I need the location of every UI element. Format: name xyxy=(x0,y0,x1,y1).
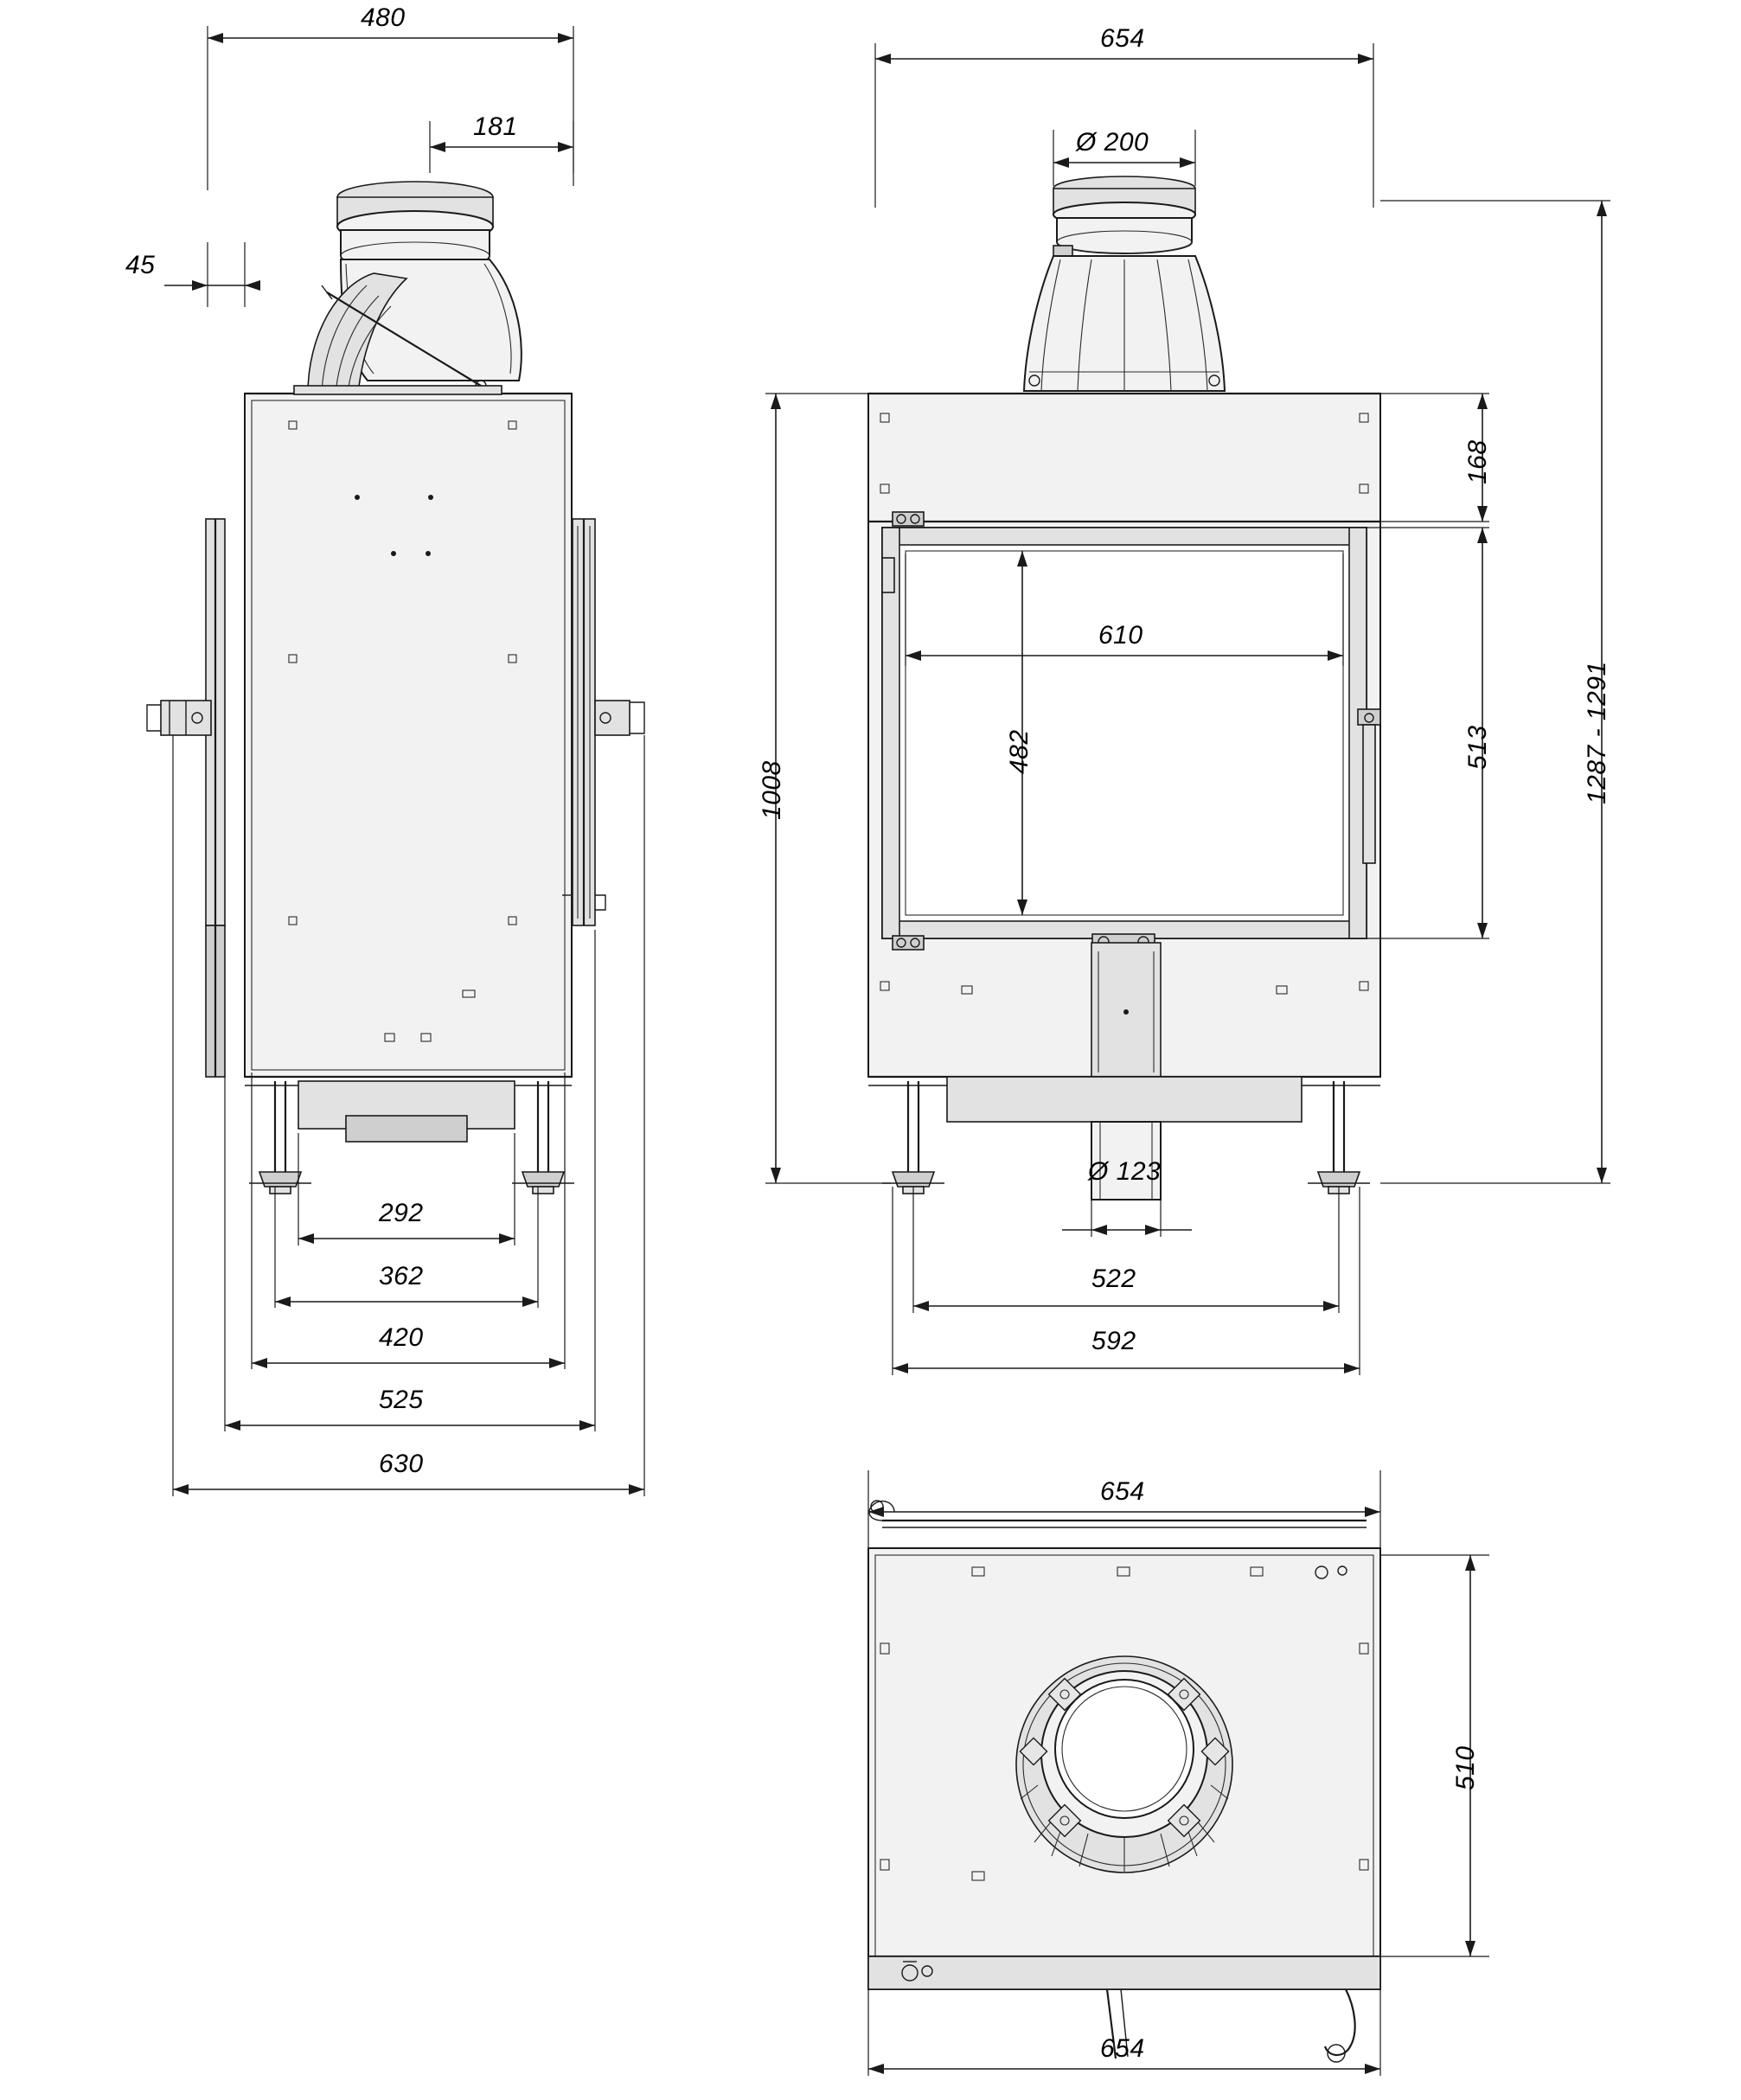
dim-label-flue-dia-200: Ø 200 xyxy=(1076,128,1149,157)
dim-label-body-outer-525: 525 xyxy=(379,1386,424,1414)
top-view-geometry xyxy=(867,1500,1381,2063)
dim-label-inlet-dia-123: Ø 123 xyxy=(1088,1157,1162,1186)
dim-label-body-inner-420: 420 xyxy=(379,1323,424,1352)
dim-label-topview-depth-510: 510 xyxy=(1451,1745,1480,1790)
dim-label-leg-inner-292: 292 xyxy=(379,1199,424,1227)
dim-label-body-height-1008: 1008 xyxy=(758,760,786,820)
front-view-geometry xyxy=(867,176,1381,1200)
dim-label-leg-mid-362: 362 xyxy=(379,1262,424,1290)
dim-label-total-height-range: 1287 - 1291 xyxy=(1583,661,1611,804)
dim-label-top-section-168: 168 xyxy=(1463,439,1492,484)
dim-label-leg-span-592: 592 xyxy=(1091,1327,1136,1355)
dim-label-width-654: 654 xyxy=(1100,24,1145,53)
dim-label-depth-630: 630 xyxy=(379,1450,424,1478)
dim-label-topview-width-654: 654 xyxy=(1100,1477,1145,1506)
top-view-dimensions xyxy=(867,1470,1489,2076)
dim-label-topview-width-654-bottom: 654 xyxy=(1100,2034,1145,2063)
dim-label-flue-width-181: 181 xyxy=(473,112,518,141)
dim-label-depth-480: 480 xyxy=(361,3,406,32)
side-view-geometry xyxy=(146,181,645,1194)
dim-label-glass-width-610: 610 xyxy=(1098,621,1143,650)
dim-label-offset-45: 45 xyxy=(125,251,156,279)
dim-label-leg-span-522: 522 xyxy=(1091,1264,1136,1293)
dim-label-glass-height-482: 482 xyxy=(1005,729,1034,774)
side-view-dimensions xyxy=(164,26,645,1496)
front-view-dimensions xyxy=(765,43,1610,1375)
dim-label-door-height-513: 513 xyxy=(1463,725,1492,770)
